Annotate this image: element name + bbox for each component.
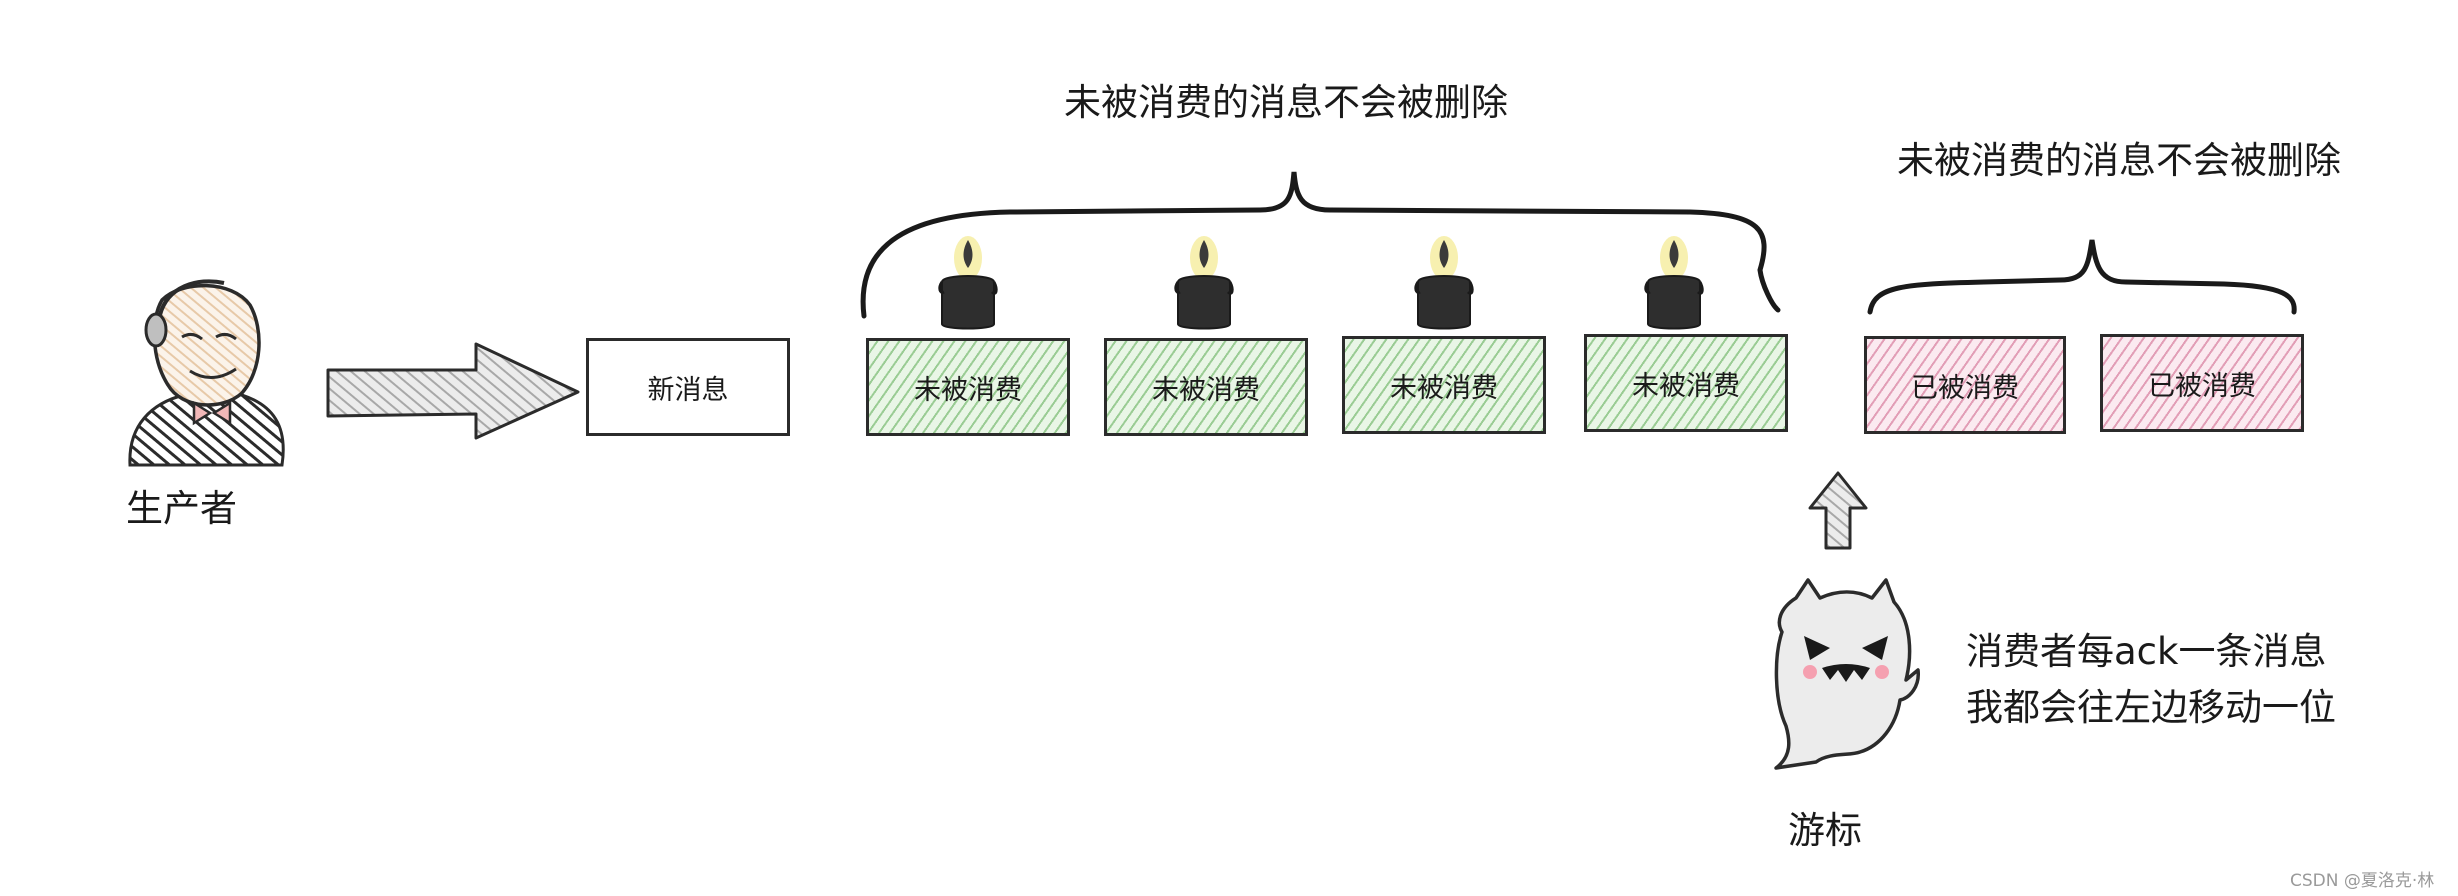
watermark: CSDN @夏洛克·林 <box>2290 871 2435 891</box>
new-message-label: 新消息 <box>647 374 729 406</box>
unconsumed-message-label: 未被消费 <box>1632 370 1740 402</box>
candle-icon <box>1414 236 1474 330</box>
unconsumed-brace-title: 未被消费的消息不会被删除 <box>1064 81 1508 124</box>
unconsumed-message-label: 未被消费 <box>1390 372 1498 404</box>
consumed-message-label: 已被消费 <box>1911 372 2019 404</box>
cursor-note-line1: 消费者每ack一条消息 <box>1966 630 2327 673</box>
unconsumed-message-box: 未被消费 <box>1584 334 1788 432</box>
unconsumed-brace <box>860 171 1781 319</box>
new-message-box: 新消息 <box>586 338 790 436</box>
consumed-message-box: 已被消费 <box>1864 336 2066 434</box>
candle-icon <box>938 236 998 330</box>
right-arrow-icon <box>326 342 580 440</box>
unconsumed-message-box: 未被消费 <box>1342 336 1546 434</box>
consumed-message-box: 已被消费 <box>2100 334 2304 432</box>
candle-icon <box>1644 236 1704 330</box>
unconsumed-message-label: 未被消费 <box>914 374 1022 406</box>
cursor-note-line2: 我都会往左边移动一位 <box>1966 686 2336 729</box>
up-arrow-icon <box>1808 471 1868 550</box>
unconsumed-message-box: 未被消费 <box>866 338 1070 436</box>
cursor-label: 游标 <box>1788 809 1862 852</box>
producer-avatar-icon <box>128 279 285 467</box>
unconsumed-message-box: 未被消费 <box>1104 338 1308 436</box>
candle-icon <box>1174 236 1234 330</box>
consumed-brace-title: 未被消费的消息不会被删除 <box>1897 139 2341 182</box>
consumed-message-label: 已被消费 <box>2148 370 2256 402</box>
producer-label: 生产者 <box>126 487 237 530</box>
consumed-brace <box>1867 239 2297 315</box>
ghost-icon <box>1774 578 1920 770</box>
unconsumed-message-label: 未被消费 <box>1152 374 1260 406</box>
